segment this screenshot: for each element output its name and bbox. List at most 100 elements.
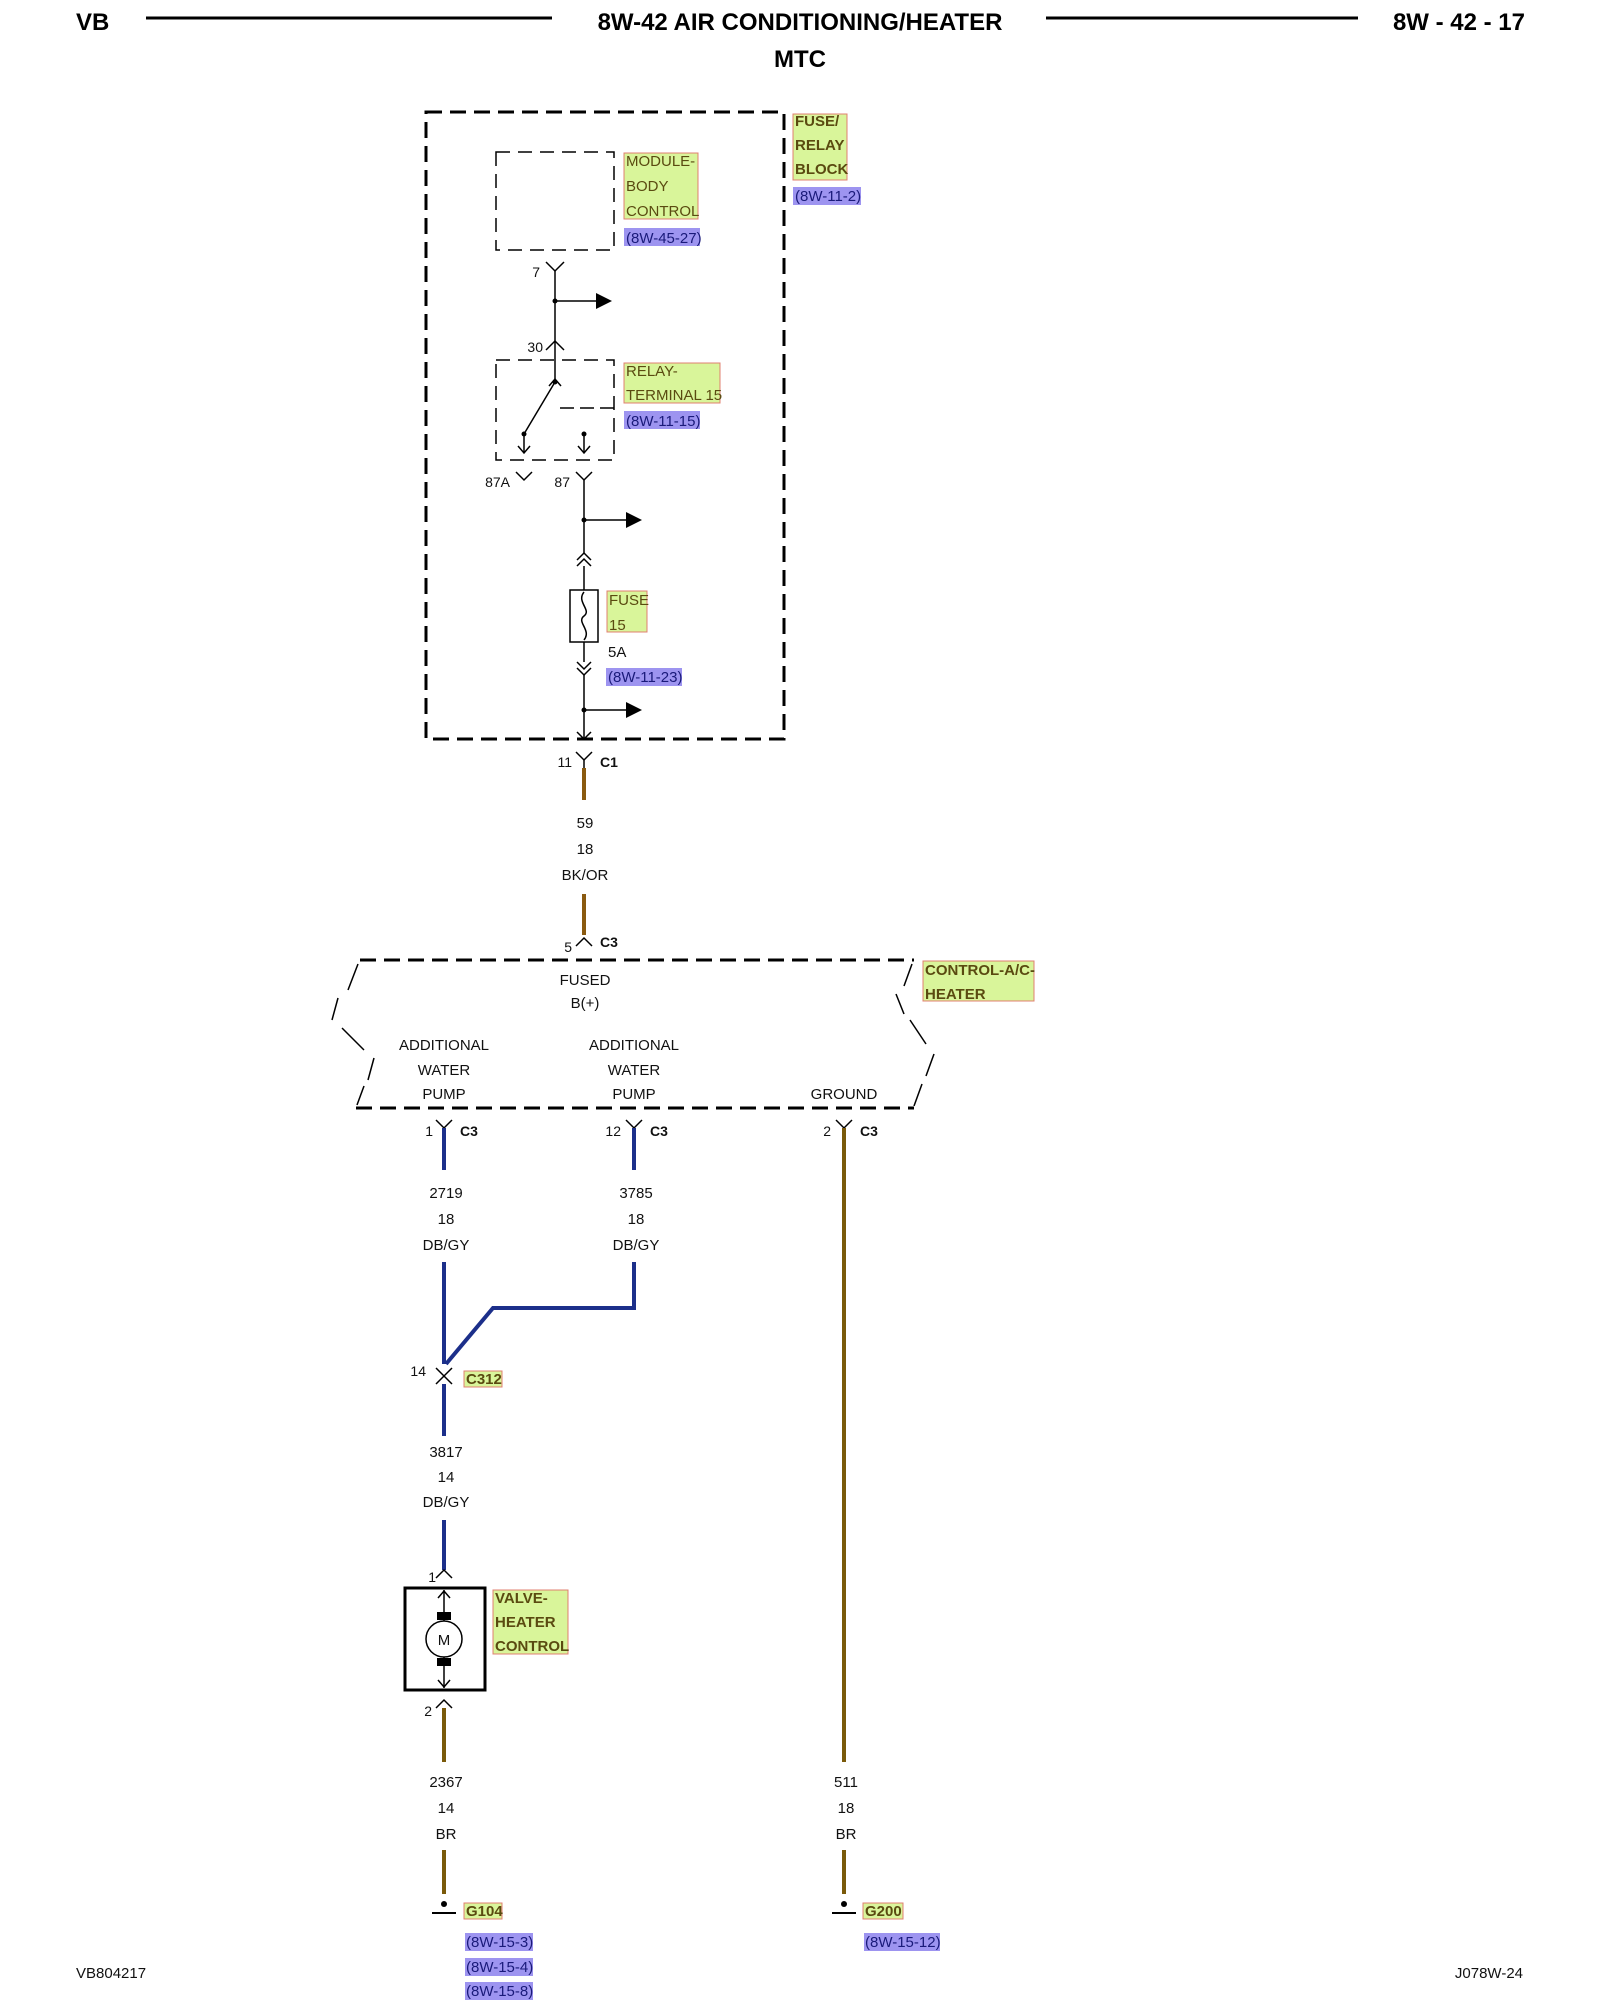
- fuse-relay-block-ref-link[interactable]: (8W-11-2): [795, 188, 861, 205]
- wire-511-gauge: 18: [838, 1800, 855, 1817]
- wire-2719-circuit: 2719: [429, 1185, 462, 1202]
- wire-59-circuit: 59: [577, 815, 594, 832]
- wire-3817-gauge: 14: [438, 1469, 455, 1486]
- motor-brush-bottom: [437, 1658, 451, 1666]
- fuse-relay-block-label-3: BLOCK: [795, 161, 848, 178]
- g200-ref-link[interactable]: (8W-15-12): [865, 1934, 941, 1951]
- fuse-ref-bg[interactable]: [606, 668, 682, 686]
- page-header: VB 8W-42 AIR CONDITIONING/HEATER 8W - 42…: [76, 9, 1525, 73]
- control-label-1: CONTROL-A/C-: [925, 962, 1035, 979]
- control-label-bg: [922, 960, 1035, 1002]
- valve-label-2: HEATER: [495, 1614, 556, 1631]
- control-break-left-3: [341, 1027, 365, 1051]
- g104-label-bg: [463, 1902, 503, 1920]
- fuse-output-head: [576, 731, 592, 741]
- module-body-control-ref-link[interactable]: (8W-45-27): [626, 230, 702, 247]
- fuse-ref-link[interactable]: (8W-11-23): [608, 669, 682, 686]
- control-pump2-1: ADDITIONAL: [589, 1037, 679, 1054]
- control-pump2-3: PUMP: [612, 1086, 655, 1103]
- g104-ref-3-link[interactable]: (8W-15-8): [466, 1983, 533, 2000]
- header-left: VB: [76, 9, 109, 36]
- c312-terminal-top: [435, 1367, 453, 1378]
- module-body-control-outline: [495, 151, 615, 251]
- valve-pin-2-terminal: [435, 1698, 453, 1709]
- c312-terminal-bottom: [435, 1374, 453, 1385]
- relay-pin-87a-terminal: [515, 471, 533, 482]
- module-pin-7: 7: [532, 264, 540, 280]
- c1-pin: 11: [557, 754, 572, 770]
- c3-pin-1-terminal: [435, 1119, 453, 1130]
- control-fused-1: FUSED: [560, 972, 611, 989]
- fuse-relay-block-label-2: RELAY: [795, 137, 844, 154]
- relay-pin-87: 87: [554, 474, 570, 490]
- control-pump1-2: WATER: [418, 1062, 471, 1079]
- fuse-relay-block-outline: [424, 110, 786, 741]
- branch-arrow-1: [596, 293, 612, 309]
- g200-ref-bg[interactable]: [864, 1933, 940, 1951]
- wire-3785-color: DB/GY: [613, 1237, 660, 1254]
- valve-label-1: VALVE-: [495, 1590, 548, 1607]
- control-break-right-4: [925, 1053, 935, 1077]
- module-body-control: MODULE- BODY CONTROL (8W-45-27) 7: [495, 151, 702, 342]
- valve-internal-head-top: [437, 1589, 451, 1599]
- c3-pin-12-terminal: [625, 1119, 643, 1130]
- relay-87-head: [577, 445, 591, 455]
- control-label-2: HEATER: [925, 986, 986, 1003]
- wire-2719-color: DB/GY: [423, 1237, 470, 1254]
- footer-left: VB804217: [76, 1965, 146, 1982]
- wire-511-color: BR: [836, 1826, 857, 1843]
- valve-label-3: CONTROL: [495, 1638, 569, 1655]
- page-title: 8W-42 AIR CONDITIONING/HEATER: [598, 9, 1003, 36]
- fuse-top-connector: [576, 551, 592, 567]
- fuse-relay-block-label-1: FUSE/: [795, 113, 840, 130]
- relay-pin-30-terminal: [545, 339, 565, 351]
- c3-pin-1-name: C3: [460, 1123, 478, 1139]
- wire-3817-color: DB/GY: [423, 1494, 470, 1511]
- relay-pin-87a: 87A: [485, 474, 511, 490]
- module-body-control-label-2: BODY: [626, 178, 669, 195]
- wire-59-gauge: 18: [577, 841, 594, 858]
- g104-ref-2-bg[interactable]: [465, 1958, 533, 1976]
- g104-ref-1-bg[interactable]: [465, 1933, 533, 1951]
- fuse-relay-block-label-bg: [792, 113, 848, 181]
- c3-pin-2: 2: [823, 1123, 831, 1139]
- c3-pin-2-terminal: [835, 1119, 853, 1130]
- page-number: 8W - 42 - 17: [1393, 9, 1525, 36]
- g200-name: G200: [865, 1903, 902, 1920]
- footer-right: J078W-24: [1455, 1965, 1523, 1982]
- ground-wiring: 2367 14 BR 511 18 BR: [429, 1128, 858, 1894]
- c3-pin-1: 1: [425, 1123, 433, 1139]
- relay-pin-87-terminal: [575, 471, 593, 482]
- fuse-rating: 5A: [608, 644, 626, 661]
- g200-ground-dot: [841, 1901, 847, 1907]
- c3-top-connector-name: C3: [600, 934, 618, 950]
- control-pump2-2: WATER: [608, 1062, 661, 1079]
- wire-3785-gauge: 18: [628, 1211, 645, 1228]
- relay-ref-link[interactable]: (8W-11-15): [626, 413, 700, 430]
- relay-label-bg: [623, 362, 721, 404]
- control-break-left-5: [356, 1085, 365, 1106]
- motor-letter: M: [438, 1632, 451, 1649]
- blue-wiring: 2719 18 DB/GY 3785 18 DB/GY 14 C312 3817…: [410, 1128, 659, 1570]
- control-break-right-5: [913, 1083, 923, 1107]
- valve-internal-head-bottom: [437, 1679, 451, 1689]
- module-pin-7-terminal: [545, 261, 565, 273]
- relay-outline: [495, 359, 615, 461]
- valve-heater-control: 1 M VALVE- HEATER CONTROL 2: [403, 1568, 569, 1719]
- module-body-control-ref-bg[interactable]: [624, 228, 700, 246]
- wire-2719-gauge: 18: [438, 1211, 455, 1228]
- fuse-label-1: FUSE: [609, 592, 649, 609]
- c312-connector-name: C312: [466, 1371, 502, 1388]
- valve-pin-1: 1: [428, 1569, 436, 1585]
- circuit-59: 11 C1 59 18 BK/OR 5 C3: [557, 751, 618, 955]
- wire-2367-gauge: 14: [438, 1800, 455, 1817]
- relay-ref-bg[interactable]: [624, 411, 700, 429]
- wire-59-color: BK/OR: [562, 867, 609, 884]
- module-body-control-label-3: CONTROL: [626, 203, 699, 220]
- g104-ref-1-link[interactable]: (8W-15-3): [466, 1934, 533, 1951]
- g104-ref-2-link[interactable]: (8W-15-4): [466, 1959, 533, 1976]
- control-pump1-3: PUMP: [422, 1086, 465, 1103]
- g104-ref-3-bg[interactable]: [465, 1982, 533, 2000]
- control-break-left-4: [367, 1057, 375, 1081]
- fuse-relay-block-ref-bg[interactable]: [793, 187, 861, 205]
